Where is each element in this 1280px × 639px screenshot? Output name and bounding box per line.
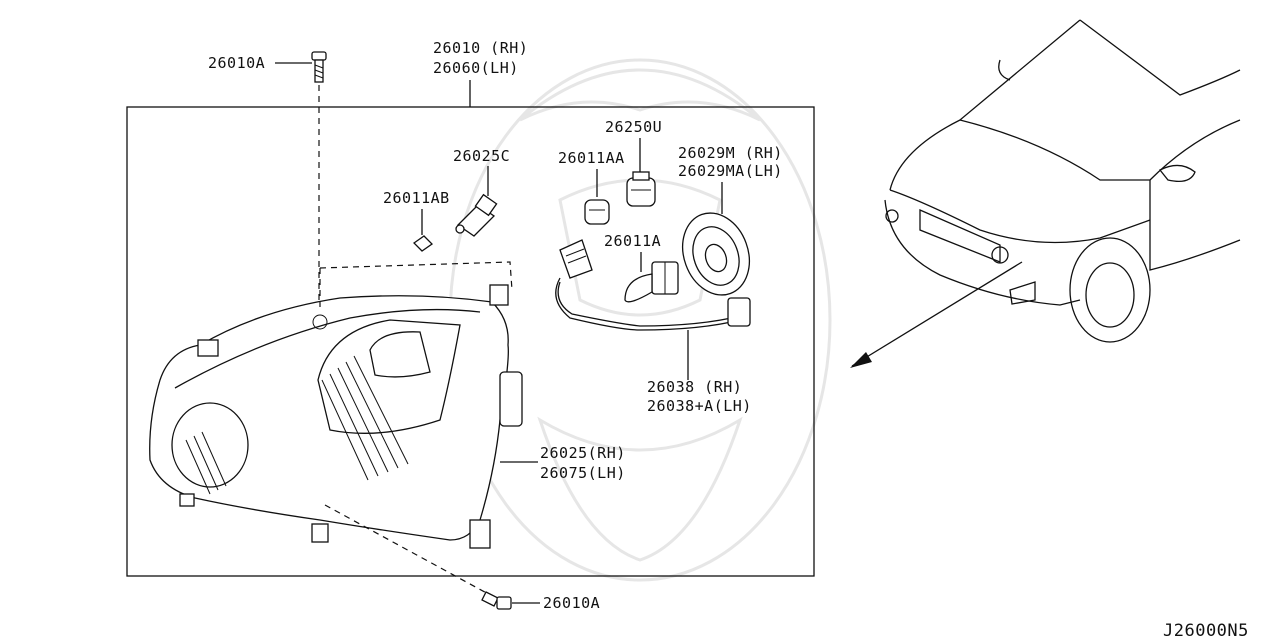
bolt-bottom-icon (481, 591, 512, 610)
bulb-aa-icon (584, 199, 610, 225)
socket-c-label: 26025C (453, 147, 510, 165)
bolt-bottom-label: 26010A (543, 594, 600, 612)
harness-wire (555, 277, 741, 331)
bulb-ab-icon (412, 235, 434, 252)
bulb-ab-label: 26011AB (383, 189, 450, 207)
harness-connector-icon (559, 239, 593, 279)
figure-code: J26000N5 (1163, 621, 1249, 639)
harness-plug-icon (727, 297, 751, 327)
socket-u-icon (626, 171, 656, 207)
harness-rh-label: 26038 (RH) (647, 378, 742, 396)
socket-u-label: 26250U (605, 118, 662, 136)
headlamp-assembly-icon (149, 284, 523, 549)
bulb-cap-icon (682, 212, 750, 296)
bulb-a-icon (624, 261, 679, 303)
bolt-top-label: 26010A (208, 54, 265, 72)
vehicle-location-icon (884, 19, 1241, 343)
cap-rh-label: 26029M (RH) (678, 144, 783, 162)
cap-lh-label: 26029MA(LH) (678, 162, 783, 180)
bulb-a-label: 26011A (604, 232, 661, 250)
bolt-top-icon (311, 51, 327, 83)
socket-c-icon (455, 193, 498, 237)
location-arrowhead-icon (850, 352, 872, 368)
lens-rh-label: 26025(RH) (540, 444, 626, 462)
harness-lh-label: 26038+A(LH) (647, 397, 752, 415)
bulb-aa-label: 26011AA (558, 149, 625, 167)
housing-rh-label: 26010 (RH) (433, 39, 528, 57)
location-arrow (851, 261, 1023, 367)
housing-lh-label: 26060(LH) (433, 59, 519, 77)
lens-lh-label: 26075(LH) (540, 464, 626, 482)
